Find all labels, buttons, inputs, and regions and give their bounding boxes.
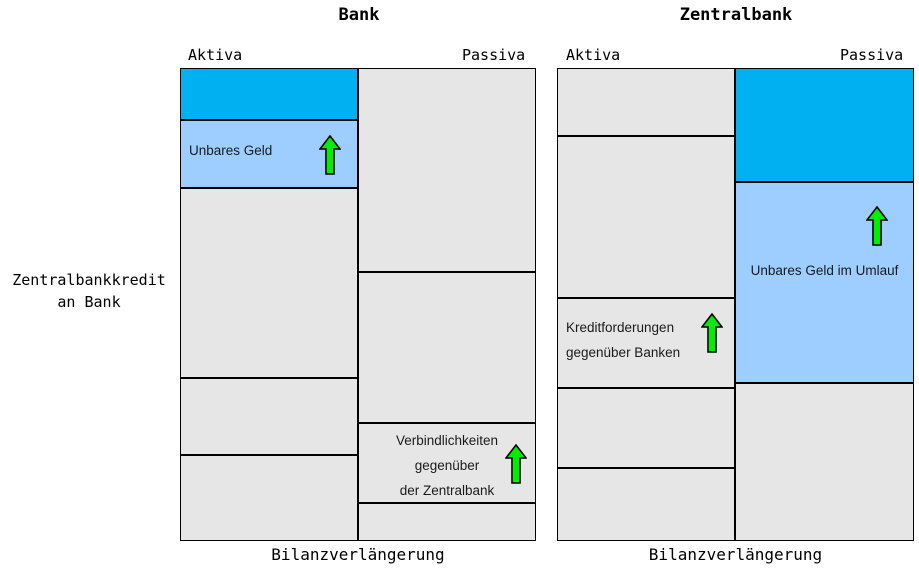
bs-cell-bank-assets-1 [180, 68, 358, 120]
arrow-up-icon [505, 444, 527, 484]
bs-cell-label: Verbindlichkeiten gegenüber der Zentralb… [395, 433, 499, 498]
panel-footer-bank: Bilanzverlängerung [271, 545, 445, 564]
arrow-up-icon [701, 313, 723, 353]
bs-cell-zentralbank-assets-5 [557, 468, 735, 541]
bs-cell-bank-assets-4 [180, 378, 358, 455]
bs-cell-label: Kreditforderungen gegenüber Banken [566, 320, 681, 360]
bs-cell-bank-liabilities-4 [358, 503, 536, 541]
bs-cell-bank-assets-3 [180, 188, 358, 378]
bs-cell-bank-assets-2: Unbares Geld [180, 120, 358, 188]
bs-cell-zentralbank-assets-3: Kreditforderungen gegenüber Banken [557, 298, 735, 388]
bs-cell-bank-liabilities-3: Verbindlichkeiten gegenüber der Zentralb… [358, 423, 536, 503]
bs-cell-zentralbank-assets-2 [557, 136, 735, 298]
arrow-up-icon [866, 206, 888, 246]
arrow-up-icon [319, 135, 341, 175]
column-caption-bank-passiva: Passiva [462, 46, 526, 64]
column-caption-zentralbank-aktiva: Aktiva [566, 46, 621, 64]
column-caption-bank-aktiva: Aktiva [188, 46, 243, 64]
panel-footer-zentralbank: Bilanzverlängerung [648, 545, 823, 564]
bs-cell-label: Unbares Geld [189, 143, 273, 158]
bs-cell-zentralbank-assets-4 [557, 388, 735, 468]
bs-cell-zentralbank-liabilities-1 [735, 68, 914, 182]
bs-cell-bank-liabilities-1 [358, 68, 536, 272]
bs-cell-zentralbank-liabilities-2: Unbares Geld im Umlauf [735, 182, 914, 383]
side-note-zentralbankkredit: Zentralbankkredit an Bank [12, 271, 166, 311]
panel-title-bank: Bank [338, 5, 380, 25]
bs-cell-zentralbank-assets-1 [557, 68, 735, 136]
panel-title-zentralbank: Zentralbank [679, 5, 793, 25]
column-caption-zentralbank-passiva: Passiva [840, 46, 904, 64]
bs-cell-label: Unbares Geld im Umlauf [750, 263, 899, 278]
bs-cell-bank-assets-5 [180, 455, 358, 541]
bs-cell-bank-liabilities-2 [358, 272, 536, 423]
bs-cell-zentralbank-liabilities-3 [735, 383, 914, 541]
